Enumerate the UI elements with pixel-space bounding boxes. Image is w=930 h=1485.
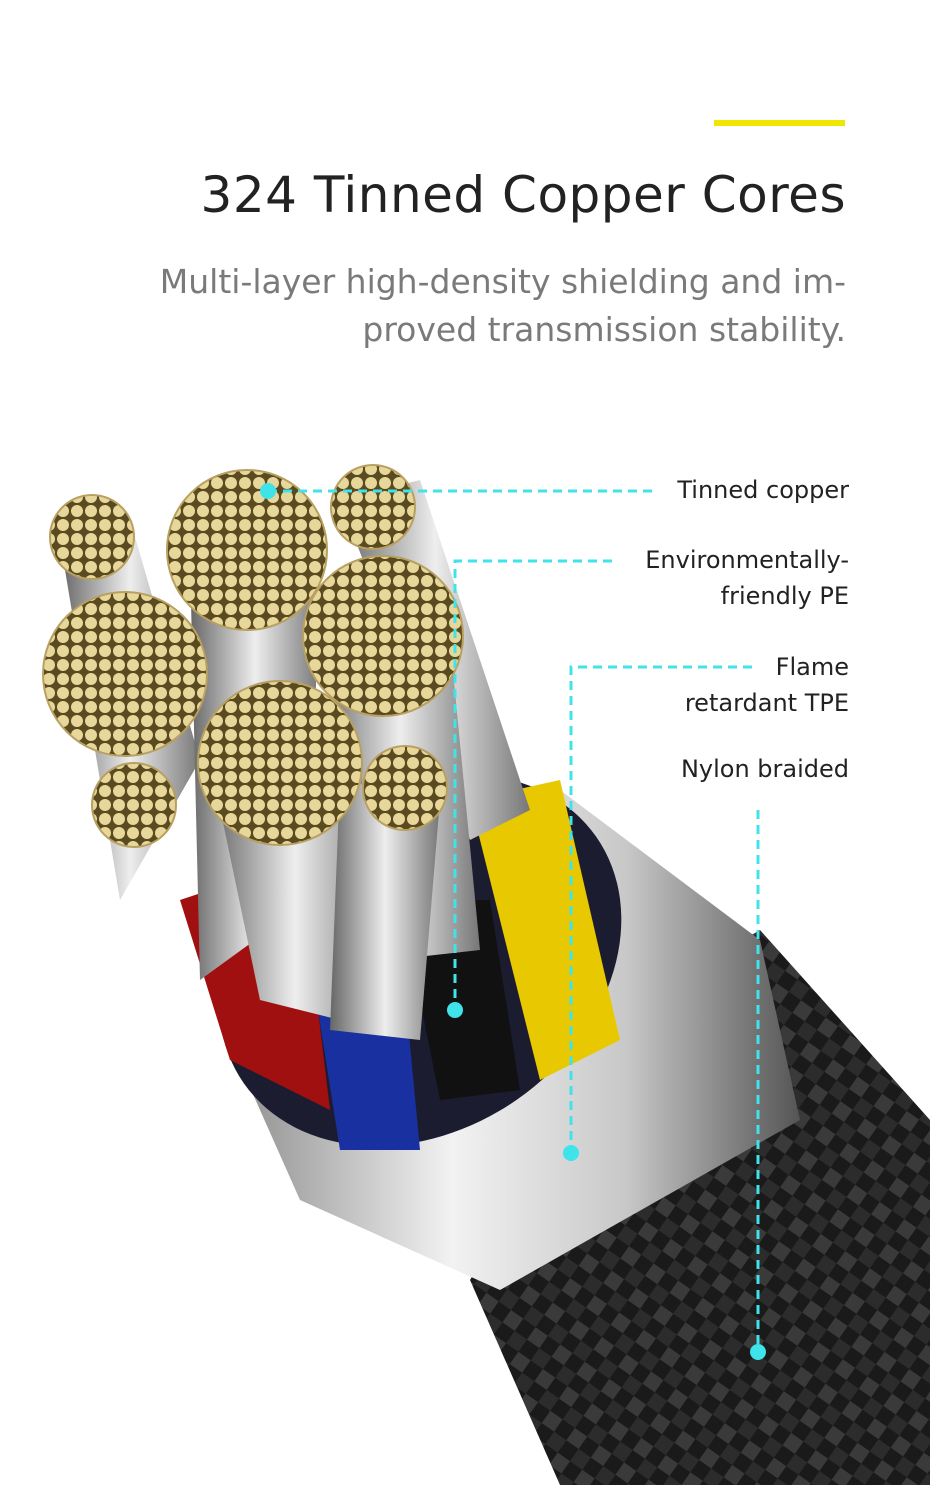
label-line: Environmentally- (645, 546, 849, 574)
label-pe: Environmentally- friendly PE (645, 542, 849, 614)
label-line: Nylon braided (680, 755, 849, 783)
label-line: friendly PE (720, 582, 849, 610)
nylon-braid (470, 930, 930, 1485)
accent-bar (714, 120, 845, 126)
label-line: Tinned copper (677, 476, 849, 504)
callout-lines (268, 489, 760, 1352)
subtitle: Multi-layer high-density shielding and i… (146, 258, 846, 354)
subtitle-line: proved transmission stability. (362, 310, 846, 349)
callout-dots (260, 483, 766, 1360)
copper-cores (42, 464, 464, 848)
label-line: retardant TPE (684, 689, 849, 717)
label-tpe: Flame retardant TPE (685, 649, 849, 721)
label-line: Flame (775, 653, 849, 681)
label-tinned-copper: Tinned copper (677, 472, 849, 508)
subtitle-line: Multi-layer high-density shielding and i… (159, 262, 846, 301)
label-nylon: Nylon braided (681, 751, 849, 787)
page-title: 324 Tinned Copper Cores (200, 166, 846, 224)
